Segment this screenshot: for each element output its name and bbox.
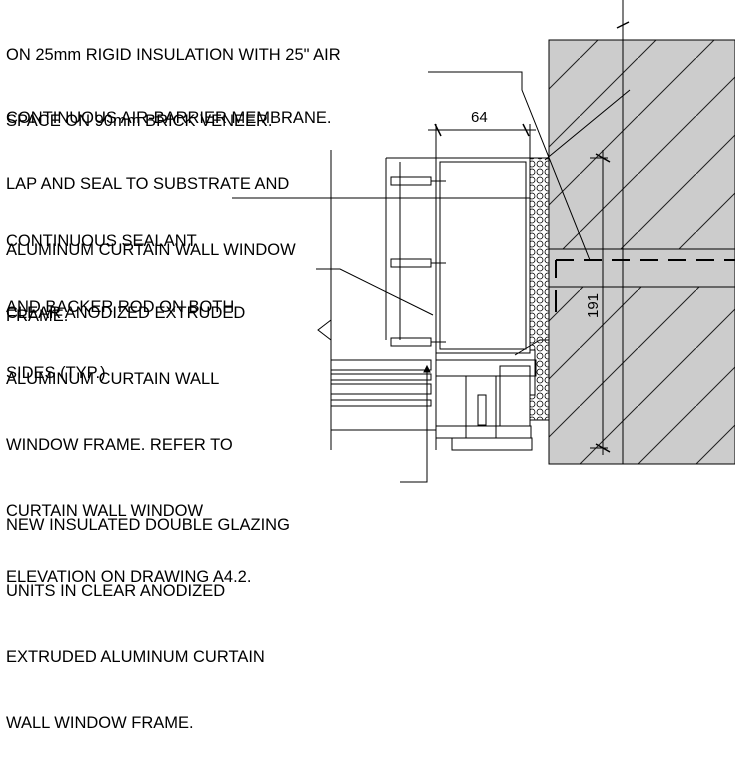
note-line: ALUMINUM CURTAIN WALL WINDOW bbox=[6, 241, 296, 259]
leader-lines bbox=[232, 71, 631, 483]
dimension-opening-height: 191 bbox=[585, 293, 602, 318]
note-line: ON 25mm RIGID INSULATION WITH 25" AIR bbox=[6, 46, 341, 64]
note-line: EXTRUDED ALUMINUM CURTAIN bbox=[6, 648, 265, 666]
note-line: SPACE ON 90mm BRICK VENEER. bbox=[6, 112, 273, 130]
dimension-frame-depth: 64 bbox=[471, 109, 488, 126]
section-detail-svg: 64 191 bbox=[232, 0, 735, 483]
curtain-wall-frame bbox=[317, 150, 549, 451]
note-line: SIDES (TYP.) bbox=[6, 364, 106, 382]
note-sealant: CONTINUOUS SEALANT AND BACKER ROD ON BOT… bbox=[6, 186, 234, 428]
dimension-64: 64 bbox=[428, 109, 536, 158]
brick-veneer bbox=[548, 39, 735, 465]
note-line: CURTAIN WALL WINDOW bbox=[6, 502, 204, 520]
note-line: WINDOW FRAME. REFER TO bbox=[6, 436, 233, 454]
note-line: ALUMINUM CURTAIN WALL bbox=[6, 370, 220, 388]
note-frame: CLEAR ANODIZED EXTRUDED ALUMINUM CURTAIN… bbox=[6, 258, 251, 632]
dimension-191: 191 bbox=[585, 150, 611, 455]
wall-dimension-line bbox=[616, 0, 630, 464]
note-line: CONTINUOUS AIR-BARRIER MEMBRANE. bbox=[6, 109, 332, 127]
note-wall-assembly: ON 25mm RIGID INSULATION WITH 25" AIR SP… bbox=[6, 0, 341, 176]
note-air-barrier: CONTINUOUS AIR-BARRIER MEMBRANE. LAP AND… bbox=[6, 63, 331, 371]
detail-drawing: 64 191 ON 25mm RIGID INSULATION WITH 25"… bbox=[6, 0, 735, 732]
flashing-line bbox=[555, 259, 735, 312]
note-line: AND BACKER ROD ON BOTH bbox=[6, 298, 235, 316]
note-line: CLEAR ANODIZED EXTRUDED bbox=[6, 304, 246, 322]
note-line: NEW INSULATED DOUBLE GLAZING bbox=[6, 516, 290, 534]
note-line: UNITS IN CLEAR ANODIZED bbox=[6, 582, 226, 600]
rigid-insulation bbox=[529, 157, 550, 421]
anchor-screws bbox=[390, 176, 446, 347]
note-line: FRAME. bbox=[6, 307, 69, 325]
note-line: ELEVATION ON DRAWING A4.2. bbox=[6, 568, 252, 586]
note-glazing: NEW INSULATED DOUBLE GLAZING UNITS IN CL… bbox=[6, 470, 290, 778]
note-line: WALL WINDOW FRAME. bbox=[6, 714, 194, 732]
note-line: CONTINUOUS SEALANT bbox=[6, 232, 197, 250]
note-line: LAP AND SEAL TO SUBSTRATE AND bbox=[6, 175, 290, 193]
